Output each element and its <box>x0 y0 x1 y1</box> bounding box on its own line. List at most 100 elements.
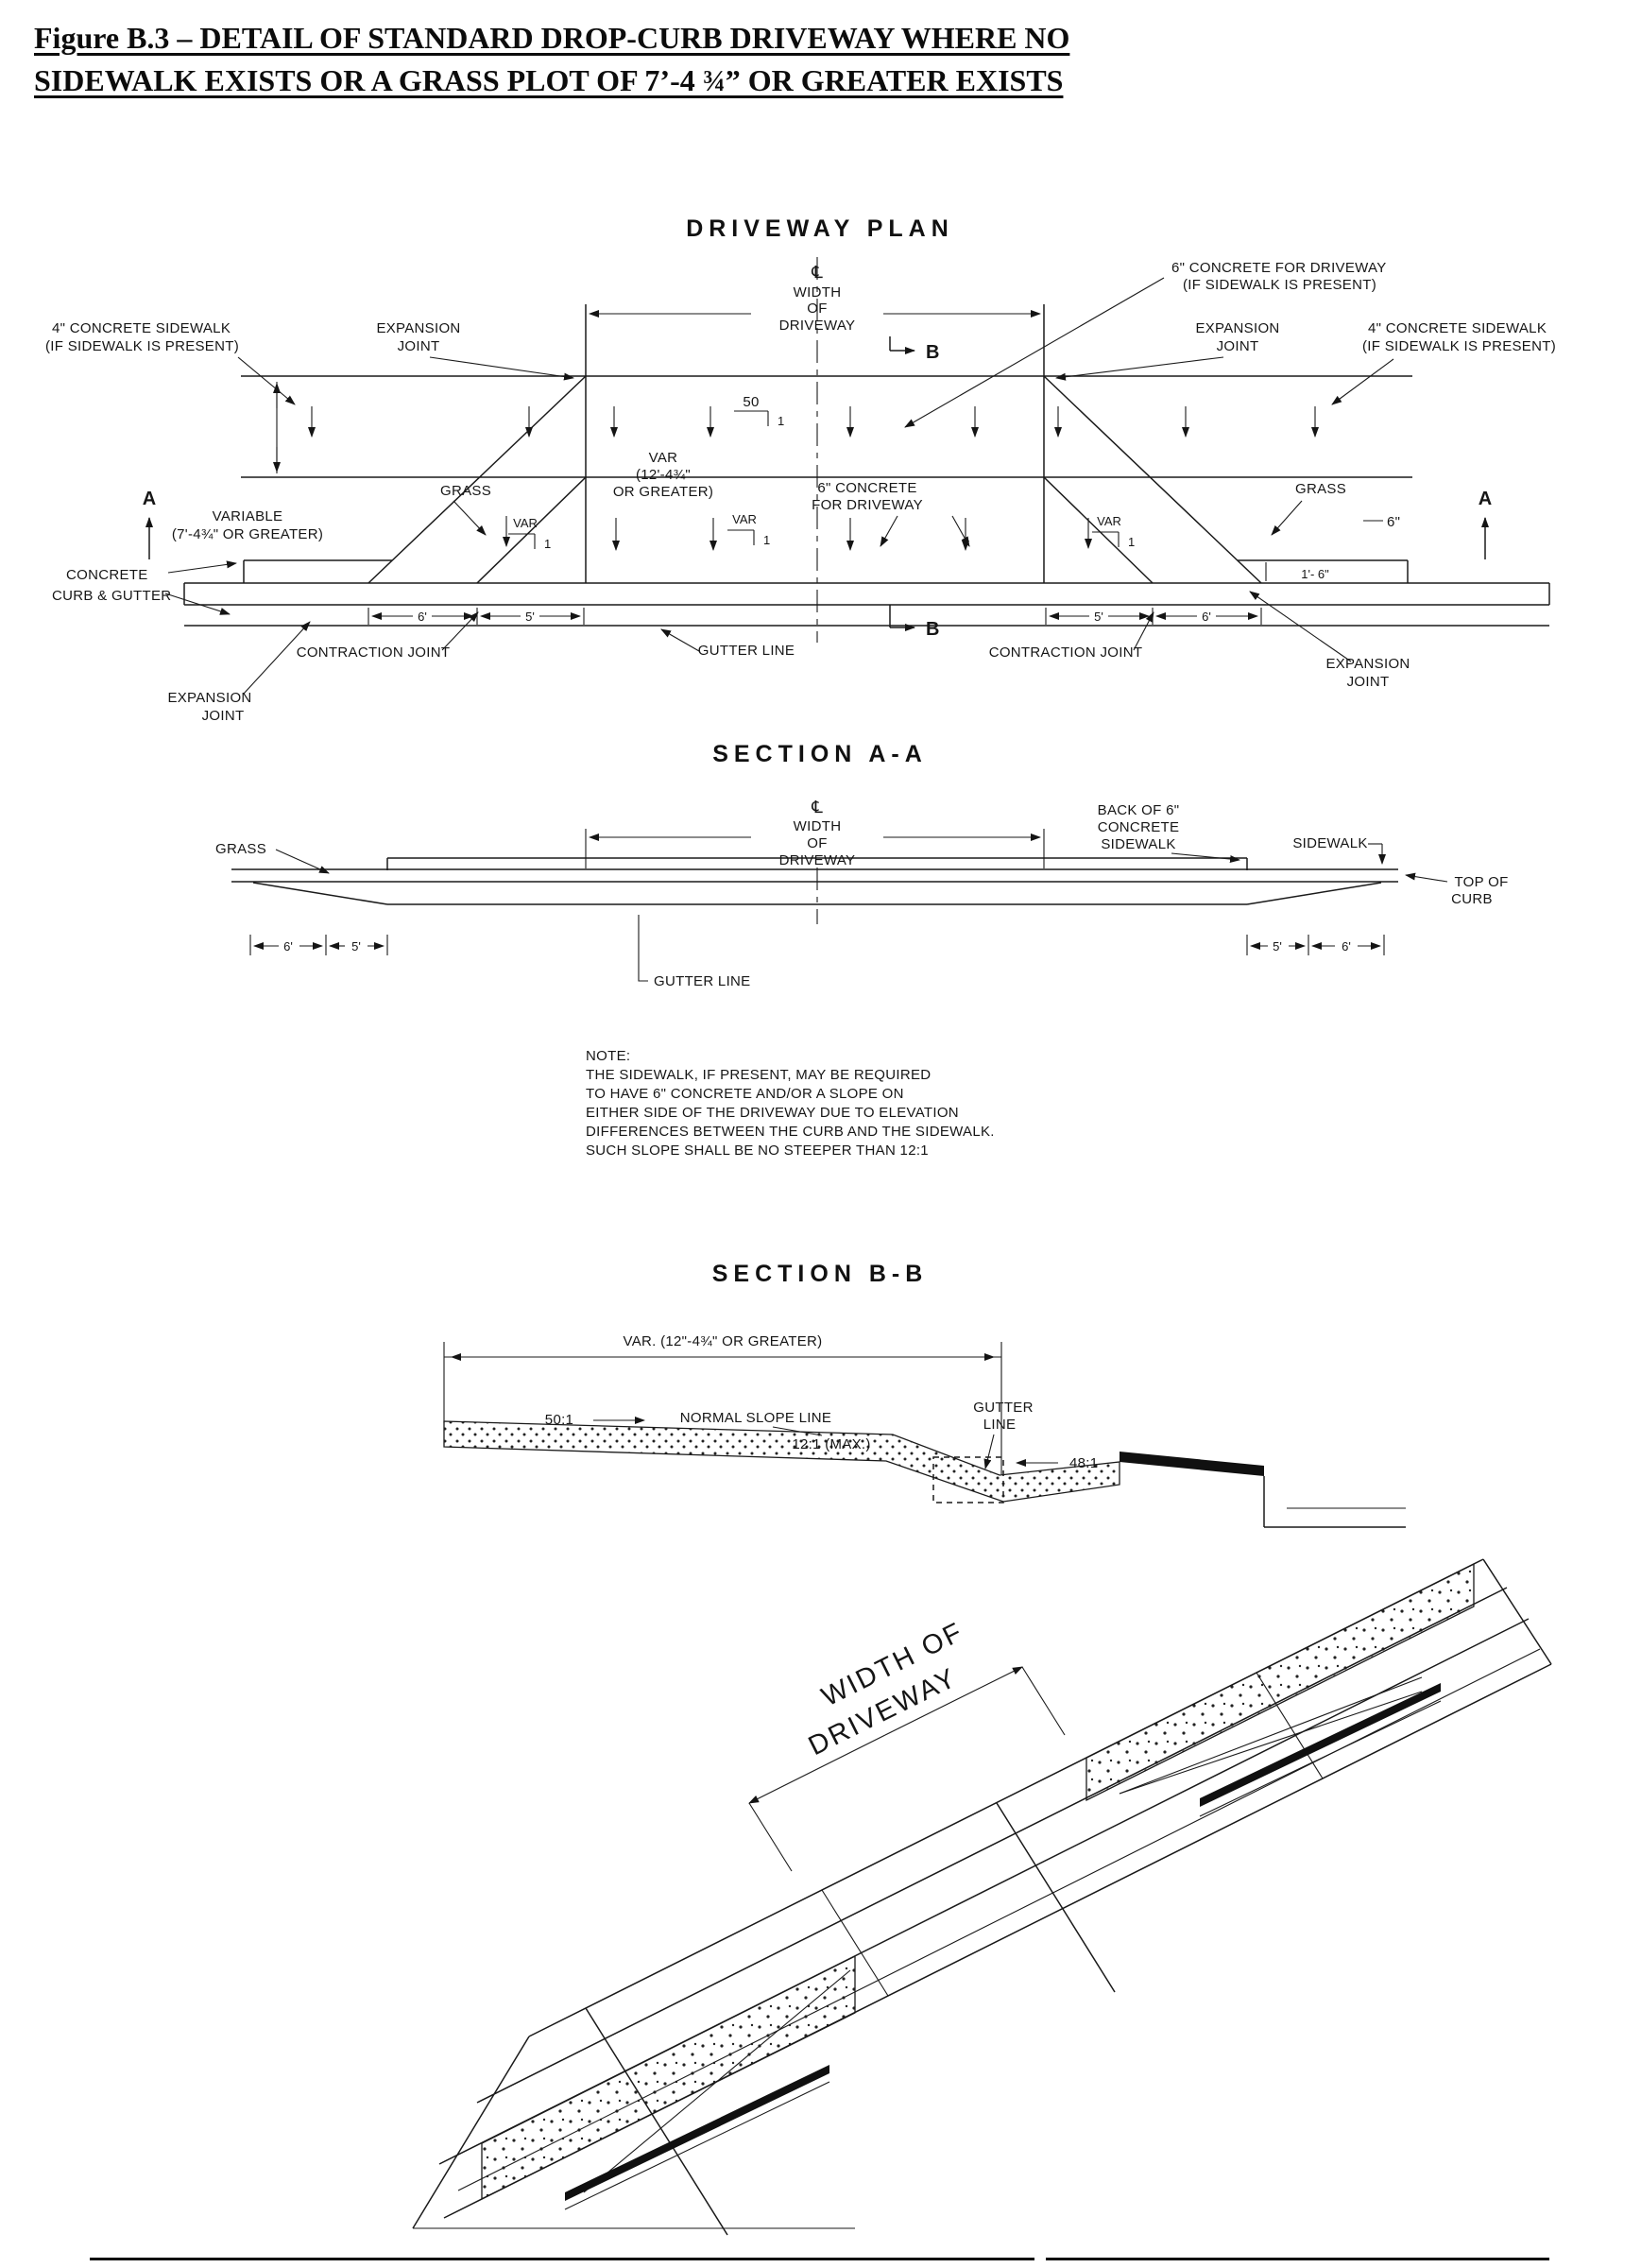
label-line: WIDTH <box>794 818 842 834</box>
label-line: CURB <box>1451 891 1493 907</box>
label-line: WIDTH <box>794 284 842 301</box>
slope-value: VAR <box>513 516 538 530</box>
figure-title-line2: SIDEWALK EXISTS OR A GRASS PLOT OF 7’-4 … <box>34 62 1064 97</box>
label-line: EXPANSION <box>1195 320 1279 336</box>
plan-title: DRIVEWAY PLAN <box>686 215 954 242</box>
label-line: JOINT <box>398 338 440 354</box>
plan-centerline-caption: ℄ WIDTH OF DRIVEWAY <box>779 263 856 334</box>
plan-section-b-top: B <box>926 342 939 363</box>
dim-label: 5' <box>1273 939 1282 954</box>
note-line: TO HAVE 6" CONCRETE AND/OR A SLOPE ON <box>586 1086 904 1102</box>
plan-labels: 6" CONCRETE FOR DRIVEWAY (IF SIDEWALK IS… <box>45 260 1556 724</box>
label-line: DRIVEWAY <box>779 318 856 334</box>
label-line: SIDEWALK <box>1101 836 1175 852</box>
plan-label-contraction-left: CONTRACTION JOINT <box>297 644 451 661</box>
label-line: GUTTER <box>973 1400 1033 1416</box>
label-line: 6" CONCRETE FOR DRIVEWAY <box>1171 260 1387 276</box>
bb-label-gutter-line: GUTTER LINE <box>973 1400 1033 1433</box>
plan-label-expansion-joint-bottom-left: EXPANSION JOINT <box>167 690 251 724</box>
dim-label: 5' <box>525 610 535 624</box>
label-line: CONCRETE <box>1098 819 1180 835</box>
slope-unit: 1 <box>544 537 551 551</box>
label-line: VAR <box>649 450 678 466</box>
plan-label-var-center: VAR (12'-4¾" OR GREATER) <box>613 450 713 500</box>
plan-section-b-bottom: B <box>926 619 939 640</box>
label-line: (IF SIDEWALK IS PRESENT) <box>1362 338 1556 354</box>
iso-curb-upper <box>1200 1683 1441 1807</box>
note-line: DIFFERENCES BETWEEN THE CURB AND THE SID… <box>586 1124 995 1140</box>
label-line: (IF SIDEWALK IS PRESENT) <box>1183 277 1376 293</box>
label-line: BACK OF 6" <box>1098 802 1180 818</box>
label-line: CONCRETE <box>66 567 148 583</box>
bb-label-slope-48: 48:1 <box>1069 1455 1098 1471</box>
plan-label-one-six: 1'- 6" <box>1301 567 1329 581</box>
dim-label: 6' <box>1342 939 1351 954</box>
plan-var-slope-mark-right: VAR 1 <box>1097 514 1135 549</box>
slope-value: VAR <box>732 512 757 526</box>
label-line: (12'-4¾" <box>636 467 691 483</box>
plan-section-a-left: A <box>143 489 156 509</box>
page-bottom-edge <box>90 2258 1549 2260</box>
slope-unit: 1 <box>1128 535 1135 549</box>
dim-label: 6' <box>283 939 293 954</box>
label-line: CURB & GUTTER <box>52 588 171 604</box>
plan-var-slope-mark-center: VAR 1 <box>732 512 770 547</box>
label-line: 6" CONCRETE <box>817 480 916 496</box>
label-line: 4" CONCRETE SIDEWALK <box>52 320 231 336</box>
plan-label-six-inch: 6" <box>1387 514 1400 530</box>
section-aa-linework <box>231 829 1448 982</box>
label-line: JOINT <box>1347 674 1390 690</box>
label-line: VARIABLE <box>213 508 283 524</box>
label-line: OF <box>807 835 827 851</box>
bb-label-slope-50: 50:1 <box>545 1412 573 1428</box>
plan-label-grass-right: GRASS <box>1295 481 1346 497</box>
label-line: (7'-4¾" OR GREATER) <box>172 526 323 542</box>
dim-label: 5' <box>1094 610 1103 624</box>
label-line: LINE <box>983 1417 1017 1433</box>
label-line: JOINT <box>1217 338 1259 354</box>
slope-value: 50 <box>743 394 759 410</box>
dim-label: 5' <box>351 939 361 954</box>
note-line: SUCH SLOPE SHALL BE NO STEEPER THAN 12:1 <box>586 1143 929 1159</box>
label-line: OR GREATER) <box>613 484 713 500</box>
label-line: 4" CONCRETE SIDEWALK <box>1368 320 1547 336</box>
label-line: EXPANSION <box>167 690 251 706</box>
dim-label: 6' <box>1202 610 1211 624</box>
section-aa-labels: ℄ WIDTH OF DRIVEWAY GRASS BACK OF 6" CON… <box>215 798 1508 989</box>
aa-label-back-of-sidewalk: BACK OF 6" CONCRETE SIDEWALK <box>1098 802 1180 852</box>
slope-unit: 1 <box>778 414 784 428</box>
plan-label-gutter-line: GUTTER LINE <box>698 643 795 659</box>
label-line: DRIVEWAY <box>779 852 856 868</box>
plan-label-concrete-driveway-top-right: 6" CONCRETE FOR DRIVEWAY (IF SIDEWALK IS… <box>1171 260 1387 293</box>
plan-label-variable: VARIABLE (7'-4¾" OR GREATER) <box>172 508 323 542</box>
note-line: EITHER SIDE OF THE DRIVEWAY DUE TO ELEVA… <box>586 1105 959 1121</box>
figure-title-line1: Figure B.3 – DETAIL OF STANDARD DROP-CUR… <box>34 21 1070 55</box>
plan-label-sidewalk-right: 4" CONCRETE SIDEWALK (IF SIDEWALK IS PRE… <box>1362 320 1556 354</box>
plan-linework <box>145 257 1550 643</box>
plan-label-expansion-joint-top-left: EXPANSION JOINT <box>376 320 460 354</box>
plan-slope-50-mark: 50 1 <box>743 394 784 428</box>
plan-label-contraction-right: CONTRACTION JOINT <box>989 644 1143 661</box>
aa-label-sidewalk: SIDEWALK <box>1292 835 1367 851</box>
dim-label: 6' <box>418 610 427 624</box>
label-line: (IF SIDEWALK IS PRESENT) <box>45 338 239 354</box>
label-line: JOINT <box>202 708 245 724</box>
label-line: EXPANSION <box>1325 656 1410 672</box>
section-aa-title: SECTION A-A <box>712 741 928 767</box>
plan-label-grass-left: GRASS <box>440 483 491 499</box>
plan-label-concrete-driveway-center: 6" CONCRETE FOR DRIVEWAY <box>812 480 922 513</box>
bb-label-var-dim: VAR. (12"-4¾" OR GREATER) <box>624 1333 823 1349</box>
bb-label-normal-slope: NORMAL SLOPE LINE <box>680 1410 831 1426</box>
section-bb-title: SECTION B-B <box>712 1261 929 1287</box>
section-bb-linework <box>443 1342 1406 1528</box>
isometric-labels: WIDTH OF DRIVEWAY <box>804 1617 968 1762</box>
note-heading: NOTE: <box>586 1048 630 1064</box>
bb-curb-section <box>1120 1452 1264 1476</box>
slope-unit: 1 <box>763 533 770 547</box>
plan-var-slope-mark-left: VAR 1 <box>513 516 551 551</box>
aa-centerline-caption: ℄ WIDTH OF DRIVEWAY <box>779 798 856 868</box>
aa-label-grass: GRASS <box>215 841 266 857</box>
figure-title: Figure B.3 – DETAIL OF STANDARD DROP-CUR… <box>34 17 1070 102</box>
